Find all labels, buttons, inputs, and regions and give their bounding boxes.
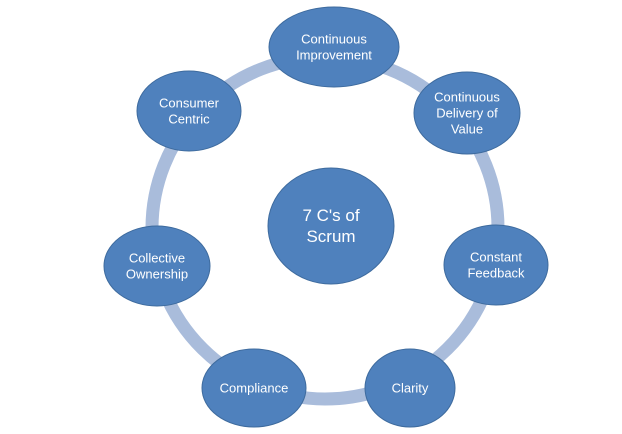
node-label-line: Continuous [301,32,367,47]
node-label-line: Compliance [220,381,289,396]
node-circle [364,348,456,428]
node-label-line: Continuous [434,90,500,105]
center-node: 7 C's of Scrum [267,167,395,285]
node-clarity: Clarity [364,348,456,428]
node-label-line: Centric [168,112,210,127]
node-circle [413,71,521,155]
node-label-line: Constant [470,250,522,265]
center-circle [267,167,395,285]
node-label-line: Delivery of [436,106,498,121]
node-label-line: 7 C's of [302,206,359,225]
node-circle [103,225,211,307]
node-circle [268,6,400,88]
node-label-line: Improvement [296,48,372,63]
node-circle [201,348,307,428]
node-label-line: Value [451,122,483,137]
center-hub: 7 C's of Scrum [267,167,395,285]
node-compliance: Compliance [201,348,307,428]
node-label-line: Scrum [306,227,355,246]
node-label-line: Feedback [467,266,525,281]
node-label-line: Consumer [159,96,220,111]
node-label-line: Clarity [392,381,429,396]
node-circle [136,70,242,152]
node-circle [443,224,549,306]
node-label-line: Collective [129,251,185,266]
node-label-line: Ownership [126,267,188,282]
outer-nodes: ContinuousImprovementContinuousDelivery … [103,6,549,428]
